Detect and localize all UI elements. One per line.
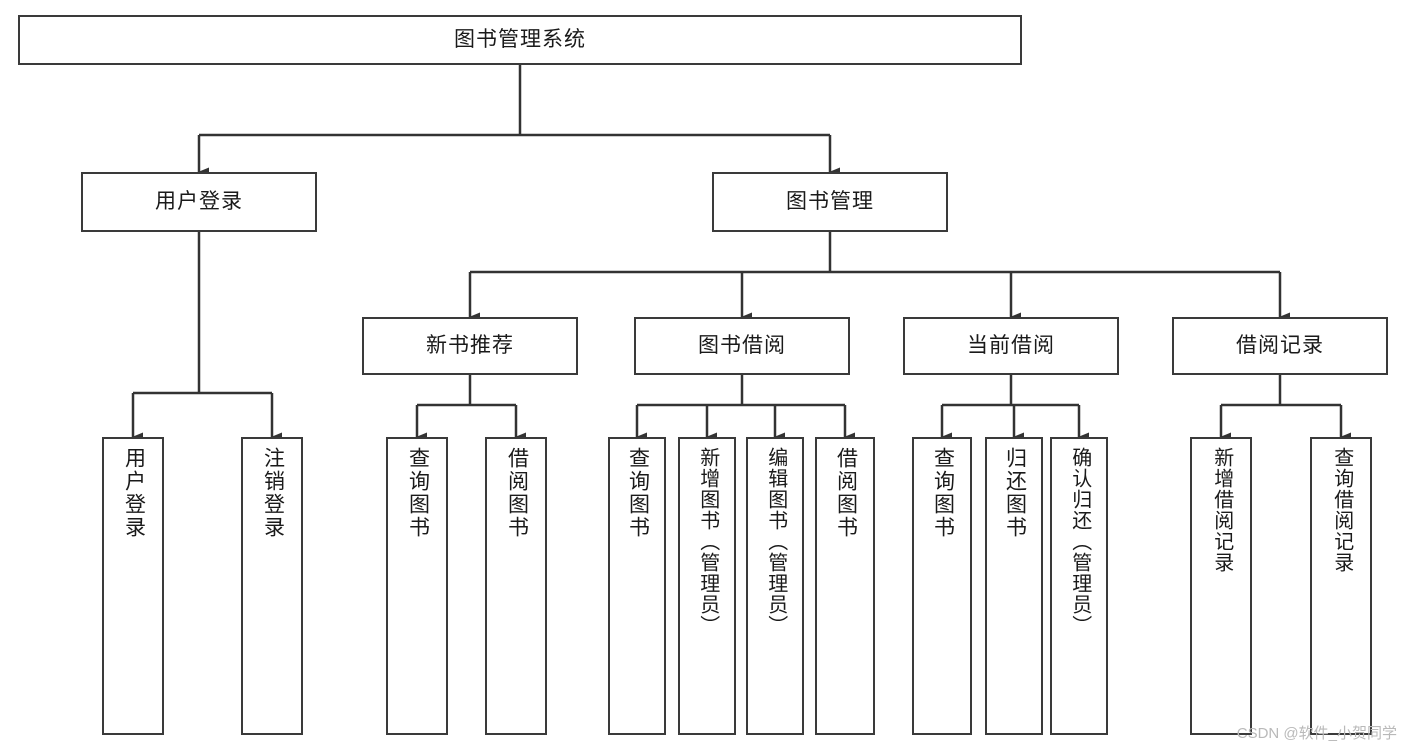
node-records[interactable]: 借阅记录 <box>1172 317 1388 375</box>
node-label: 新增图书（管理员） <box>696 447 719 636</box>
node-c_query[interactable]: 查询图书 <box>912 437 972 735</box>
node-b_borrow[interactable]: 借阅图书 <box>815 437 875 735</box>
node-b_edit[interactable]: 编辑图书（管理员） <box>746 437 804 735</box>
node-label: 借阅图书 <box>834 447 858 539</box>
node-label: 图书借阅 <box>698 334 786 358</box>
node-label: 用户登录 <box>122 447 146 539</box>
node-n_borrow[interactable]: 借阅图书 <box>485 437 547 735</box>
node-label: 确认归还（管理员） <box>1068 447 1091 636</box>
node-l_logout[interactable]: 注销登录 <box>241 437 303 735</box>
node-label: 归还图书 <box>1003 447 1027 539</box>
node-b_query[interactable]: 查询图书 <box>608 437 666 735</box>
node-label: 借阅记录 <box>1236 334 1324 358</box>
node-label: 查询图书 <box>931 447 955 539</box>
node-label: 图书管理系统 <box>454 28 586 52</box>
node-current[interactable]: 当前借阅 <box>903 317 1119 375</box>
edge-paths <box>131 65 1351 442</box>
node-c_confirm[interactable]: 确认归还（管理员） <box>1050 437 1108 735</box>
node-login[interactable]: 用户登录 <box>81 172 317 232</box>
node-label: 注销登录 <box>261 447 285 539</box>
node-l_login[interactable]: 用户登录 <box>102 437 164 735</box>
node-r_add[interactable]: 新增借阅记录 <box>1190 437 1252 735</box>
node-newbook[interactable]: 新书推荐 <box>362 317 578 375</box>
node-label: 查询图书 <box>406 447 430 539</box>
node-bookmgmt[interactable]: 图书管理 <box>712 172 948 232</box>
node-label: 编辑图书（管理员） <box>764 447 787 636</box>
node-b_add[interactable]: 新增图书（管理员） <box>678 437 736 735</box>
node-root[interactable]: 图书管理系统 <box>18 15 1022 65</box>
node-label: 查询图书 <box>626 447 650 539</box>
node-label: 新书推荐 <box>426 334 514 358</box>
node-label: 当前借阅 <box>967 334 1055 358</box>
node-r_query[interactable]: 查询借阅记录 <box>1310 437 1372 735</box>
node-label: 图书管理 <box>786 190 874 214</box>
node-c_return[interactable]: 归还图书 <box>985 437 1043 735</box>
node-label: 新增借阅记录 <box>1210 447 1233 573</box>
node-label: 查询借阅记录 <box>1330 447 1353 573</box>
node-label: 借阅图书 <box>505 447 529 539</box>
node-n_query[interactable]: 查询图书 <box>386 437 448 735</box>
node-borrow[interactable]: 图书借阅 <box>634 317 850 375</box>
node-label: 用户登录 <box>155 190 243 214</box>
